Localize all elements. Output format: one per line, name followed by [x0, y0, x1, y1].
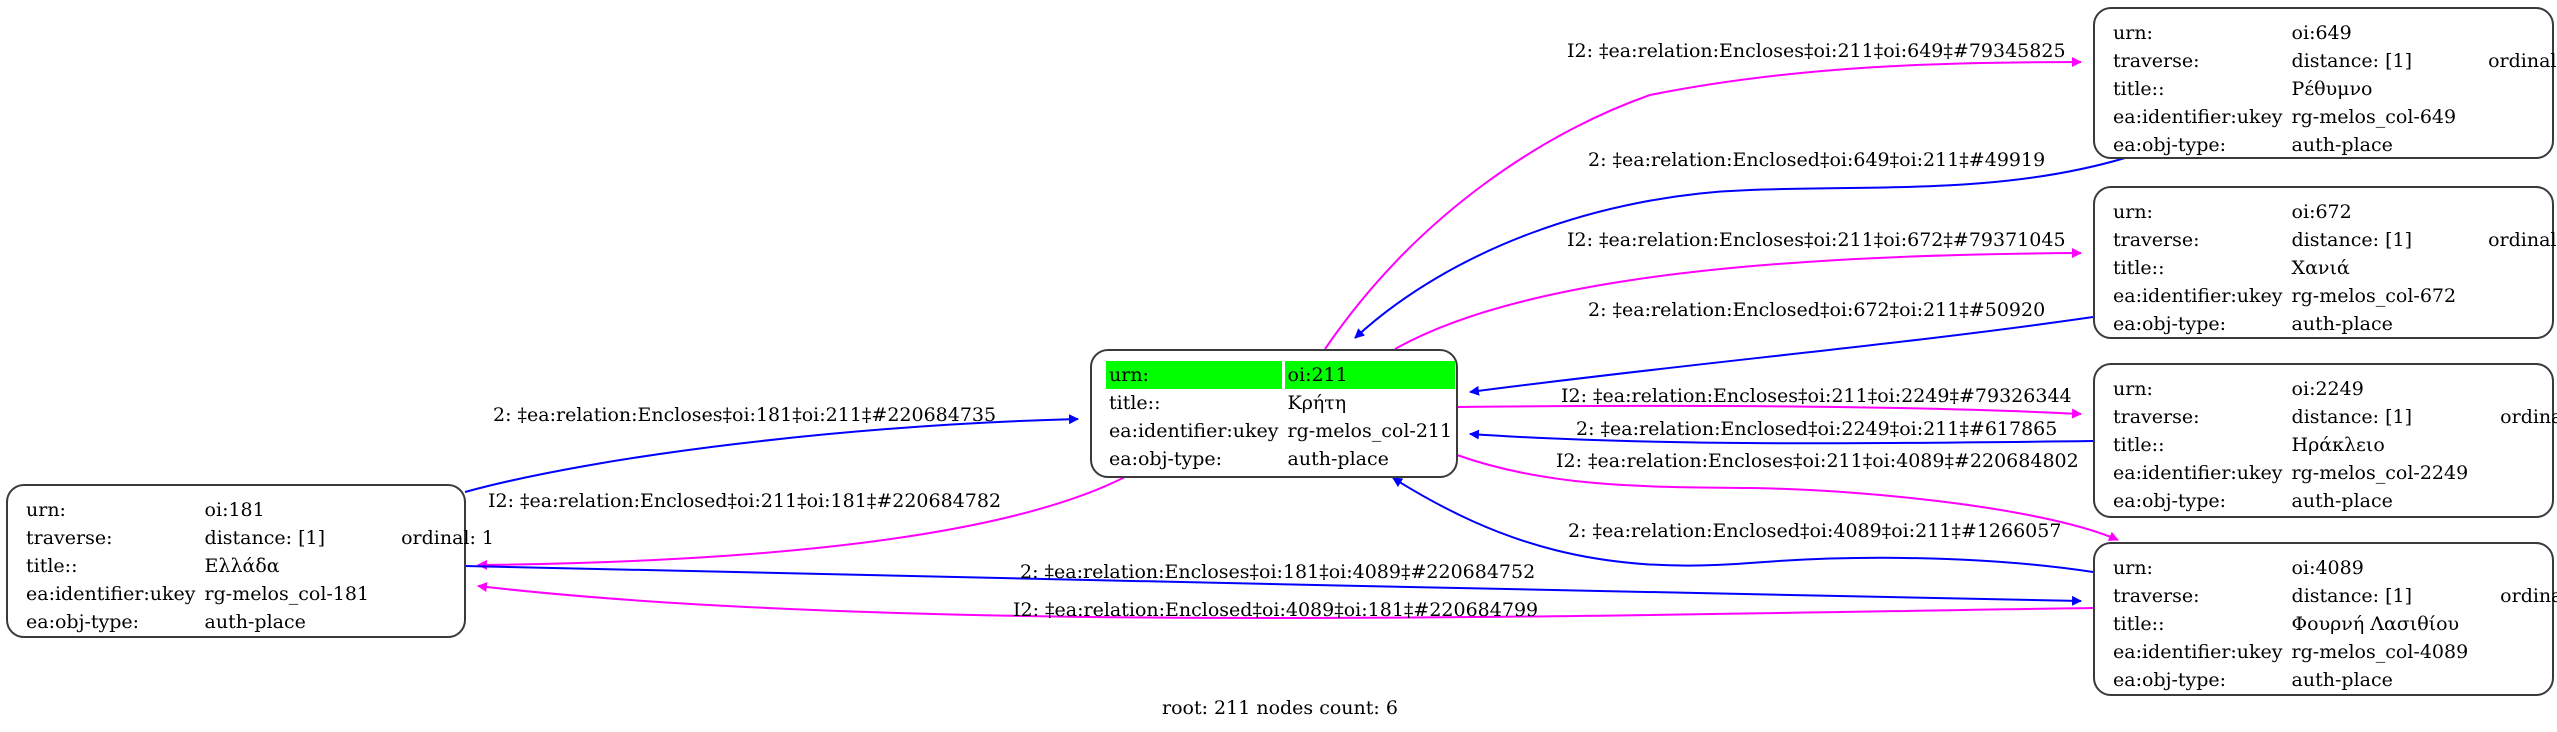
- node-oi-672[interactable]: urn: oi:672 traverse: distance: [1] ordinal…: [2093, 186, 2557, 339]
- ukey-value: rg-melos_col-2249: [2291, 462, 2469, 484]
- urn-value: oi:672: [2291, 201, 2352, 223]
- edge-649-to-211: [1354, 157, 2126, 339]
- edge-4089-to-211: [1392, 477, 2094, 573]
- distance-value: distance: [1]: [2291, 50, 2412, 72]
- urn-key: urn:: [2113, 22, 2153, 44]
- ukey-key: ea:identifier:ukey: [26, 583, 196, 605]
- title-key: title::: [2113, 434, 2165, 456]
- edge-label-211-4089: I2: ‡ea:relation:Encloses‡oi:211‡oi:4089…: [1556, 450, 2079, 472]
- title-value: Φουρνή Λασιθίου: [2291, 613, 2460, 635]
- distance-value: distance: [1]: [2291, 406, 2412, 428]
- edge-211-to-181: [477, 476, 1126, 570]
- traverse-key: traverse:: [2113, 50, 2200, 72]
- edge-label-672-211: 2: ‡ea:relation:Enclosed‡oi:672‡oi:211‡#…: [1588, 299, 2046, 321]
- urn-key: urn:: [2113, 378, 2153, 400]
- urn-value: oi:649: [2291, 22, 2352, 44]
- edge-211-to-649: [1324, 57, 2082, 350]
- type-value: auth-place: [2291, 313, 2393, 335]
- ordinal-value: ordinal: 5: [2500, 585, 2557, 607]
- node-oi-181[interactable]: urn: oi:181 traverse: distance: [1] ordinal…: [6, 484, 494, 638]
- ukey-value: rg-melos_col-672: [2291, 285, 2457, 307]
- type-key: ea:obj-type:: [26, 611, 140, 633]
- type-value: auth-place: [1287, 448, 1389, 470]
- ukey-key: ea:identifier:ukey: [2113, 641, 2283, 663]
- edge-label-181-4089: 2: ‡ea:relation:Encloses‡oi:181‡oi:4089‡…: [1020, 561, 1536, 583]
- node-oi-649[interactable]: urn: oi:649 traverse: distance: [1] ordinal…: [2093, 7, 2557, 159]
- traverse-key: traverse:: [2113, 229, 2200, 251]
- edge-label-211-649: I2: ‡ea:relation:Encloses‡oi:211‡oi:649‡…: [1567, 40, 2066, 62]
- ordinal-value: ordinal: 2: [2488, 50, 2557, 72]
- ukey-key: ea:identifier:ukey: [2113, 462, 2283, 484]
- distance-value: distance: [1]: [2291, 585, 2412, 607]
- urn-key: urn:: [26, 499, 66, 521]
- edge-211-to-672: [1394, 248, 2082, 350]
- urn-value: oi:181: [204, 499, 265, 521]
- traverse-key: traverse:: [2113, 406, 2200, 428]
- distance-value: distance: [1]: [204, 527, 325, 549]
- traverse-key: traverse:: [26, 527, 113, 549]
- ukey-value: rg-melos_col-4089: [2291, 641, 2469, 663]
- title-key: title::: [2113, 613, 2165, 635]
- traverse-key: traverse:: [2113, 585, 2200, 607]
- title-key: title::: [2113, 257, 2165, 279]
- ukey-key: ea:identifier:ukey: [1109, 420, 1279, 442]
- node-oi-2249[interactable]: urn: oi:2249 traverse: distance: [1] ordina…: [2093, 363, 2557, 518]
- edge-label-181-211: 2: ‡ea:relation:Encloses‡oi:181‡oi:211‡#…: [493, 404, 997, 426]
- edge-label-649-211: 2: ‡ea:relation:Enclosed‡oi:649‡oi:211‡#…: [1588, 149, 2046, 171]
- type-value: auth-place: [2291, 134, 2393, 156]
- title-value: Κρήτη: [1287, 392, 1347, 414]
- ordinal-value: ordinal: 4: [2500, 406, 2557, 428]
- edge-211-to-4089: [1456, 454, 2119, 541]
- ukey-value: rg-melos_col-181: [204, 583, 370, 605]
- ordinal-value: ordinal: 1: [401, 527, 495, 549]
- edge-label-211-2249: I2: ‡ea:relation:Encloses‡oi:211‡oi:2249…: [1561, 385, 2072, 407]
- edge-181-to-211: [464, 414, 1079, 493]
- urn-key: urn:: [1106, 361, 1282, 389]
- urn-value: oi:2249: [2291, 378, 2364, 400]
- title-value: Ηράκλειο: [2291, 434, 2385, 456]
- node-oi-4089[interactable]: urn: oi:4089 traverse: distance: [1] ordina…: [2093, 542, 2557, 696]
- edge-label-211-181: I2: ‡ea:relation:Enclosed‡oi:211‡oi:181‡…: [488, 490, 1002, 512]
- edge-4089-to-181: [477, 582, 2094, 620]
- type-key: ea:obj-type:: [2113, 669, 2227, 691]
- edge-181-to-4089: [464, 565, 2082, 606]
- type-value: auth-place: [2291, 669, 2393, 691]
- title-key: title::: [2113, 78, 2165, 100]
- urn-key: urn:: [2113, 557, 2153, 579]
- title-value: Ελλάδα: [204, 555, 280, 577]
- title-key: title::: [26, 555, 78, 577]
- type-key: ea:obj-type:: [2113, 134, 2227, 156]
- urn-key: urn:: [2113, 201, 2153, 223]
- edge-label-4089-181: I2: ‡ea:relation:Enclosed‡oi:4089‡oi:181…: [1013, 599, 1539, 621]
- urn-value: oi:4089: [2291, 557, 2364, 579]
- title-value: Ρέθυμνο: [2291, 78, 2373, 100]
- ukey-value: rg-melos_col-649: [2291, 106, 2457, 128]
- type-value: auth-place: [2291, 490, 2393, 512]
- type-value: auth-place: [204, 611, 306, 633]
- edge-211-to-2249: [1456, 404, 2082, 419]
- ukey-key: ea:identifier:ukey: [2113, 106, 2283, 128]
- type-key: ea:obj-type:: [1109, 448, 1223, 470]
- edge-2249-to-211: [1469, 429, 2094, 445]
- ukey-value: rg-melos_col-211: [1287, 420, 1453, 442]
- edge-label-211-672: I2: ‡ea:relation:Encloses‡oi:211‡oi:672‡…: [1567, 229, 2066, 251]
- edge-672-to-211: [1469, 316, 2094, 396]
- type-key: ea:obj-type:: [2113, 313, 2227, 335]
- edge-label-2249-211: 2: ‡ea:relation:Enclosed‡oi:2249‡oi:211‡…: [1576, 418, 2058, 440]
- distance-value: distance: [1]: [2291, 229, 2412, 251]
- node-oi-211-root[interactable]: urn:oi:211 title::Κρήτη ea:identifier:uk…: [1090, 349, 1458, 478]
- type-key: ea:obj-type:: [2113, 490, 2227, 512]
- ukey-key: ea:identifier:ukey: [2113, 285, 2283, 307]
- urn-value: oi:211: [1284, 361, 1456, 389]
- graph-footer: root: 211 nodes count: 6: [1162, 697, 1398, 719]
- title-value: Χανιά: [2291, 257, 2350, 279]
- edge-label-4089-211: 2: ‡ea:relation:Enclosed‡oi:4089‡oi:211‡…: [1568, 520, 2062, 542]
- ordinal-value: ordinal: 3: [2488, 229, 2557, 251]
- title-key: title::: [1109, 392, 1161, 414]
